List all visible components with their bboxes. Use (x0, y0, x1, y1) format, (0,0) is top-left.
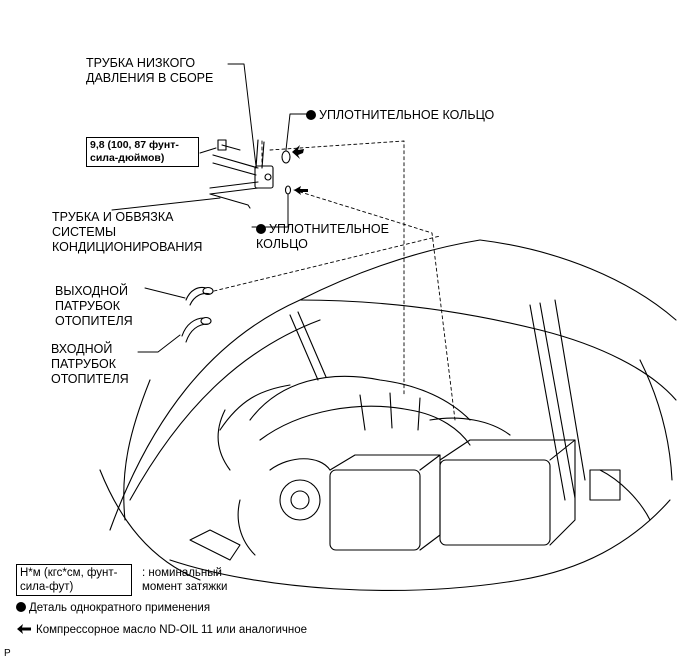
hood-outline (109, 239, 677, 531)
alignment-lines (213, 140, 456, 421)
hood-strut (289, 299, 586, 501)
arrow-left-icon (17, 624, 31, 634)
label-heater-outlet: ВЫХОДНОЙ ПАТРУБОК ОТОПИТЕЛЯ (55, 284, 133, 328)
corner-mark: P (4, 648, 11, 659)
label-o-ring-lower: УПЛОТНИТЕЛЬНОЕ КОЛЬЦО (256, 222, 389, 251)
label-ac-tube: ТРУБКА И ОБВЯЗКА СИСТЕМЫ КОНДИЦИОНИРОВАН… (52, 210, 203, 254)
vehicle-body (99, 359, 673, 591)
o-ring-upper-icon (281, 150, 291, 164)
filled-circle-icon (306, 110, 316, 120)
filled-circle-icon (16, 602, 26, 612)
filled-circle-icon (256, 224, 266, 234)
o-ring-lower-icon (284, 185, 292, 195)
heater-hose-outlet (185, 286, 214, 306)
label-o-ring-upper: УПЛОТНИТЕЛЬНОЕ КОЛЬЦО (306, 108, 494, 123)
legend-non-reusable: Деталь однократного применения (16, 601, 210, 615)
engine-components (217, 375, 621, 556)
torque-spec: 9,8 (100, 87 фунт- сила-дюймов) (86, 137, 199, 167)
heater-hose-inlet (181, 316, 212, 343)
low-pressure-tube (209, 139, 274, 209)
oil-arrow-icon (292, 145, 308, 195)
leader-lines (111, 63, 311, 353)
legend-compressor-oil: Компрессорное масло ND-OIL 11 или аналог… (16, 623, 307, 637)
legend-torque-units: Н*м (кгс*см, фунт- сила-фут) (16, 564, 132, 596)
label-heater-inlet: ВХОДНОЙ ПАТРУБОК ОТОПИТЕЛЯ (51, 342, 129, 386)
label-low-pressure-tube: ТРУБКА НИЗКОГО ДАВЛЕНИЯ В СБОРЕ (86, 56, 214, 85)
legend-torque-desc: : номинальный момент затяжки (142, 567, 228, 593)
bolt-icon (217, 139, 241, 151)
